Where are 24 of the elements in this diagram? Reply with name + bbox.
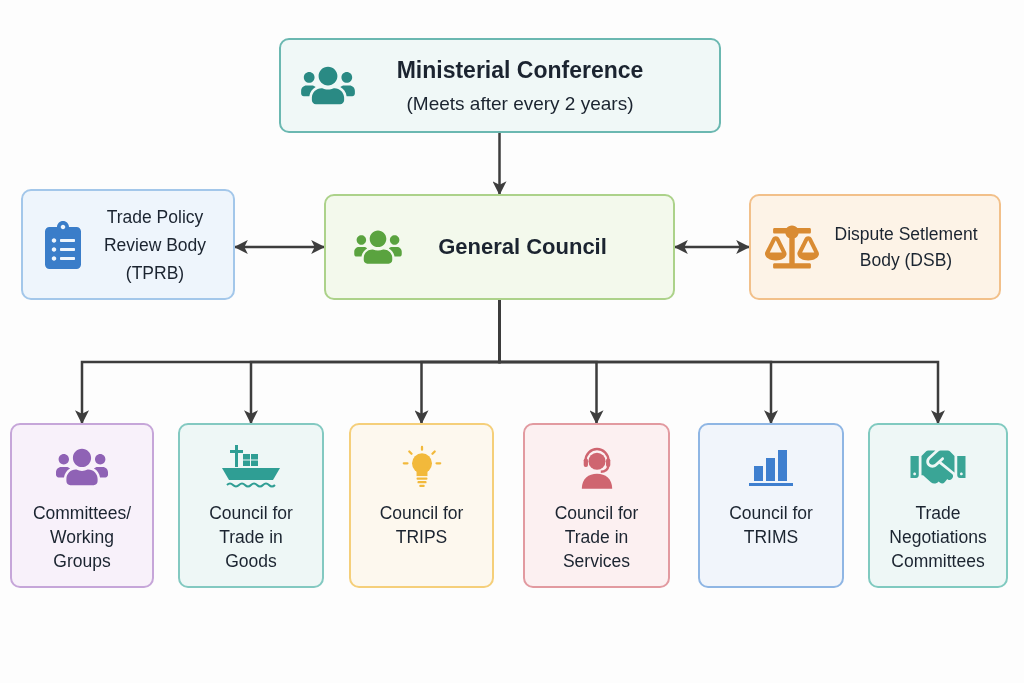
org-unit-box bbox=[21, 189, 235, 300]
org-unit-box bbox=[698, 423, 844, 588]
unit-name: General Council bbox=[438, 233, 607, 261]
org-unit-box bbox=[279, 38, 721, 133]
org-unit-box bbox=[868, 423, 1008, 588]
org-unit-box bbox=[749, 194, 1001, 300]
org-unit-box bbox=[10, 423, 154, 588]
unit-name: Council for TRIPS bbox=[378, 502, 465, 549]
unit-name: Trade Negotiations Committees bbox=[888, 502, 988, 573]
unit-name: Ministerial Conference bbox=[396, 55, 644, 85]
org-unit-box bbox=[324, 194, 675, 300]
unit-name: Dispute Setlement Body (DSB) bbox=[833, 223, 979, 272]
connector-arrow bbox=[673, 240, 751, 254]
connector-arrow bbox=[233, 240, 326, 254]
unit-name: Committees/ Working Groups bbox=[31, 502, 133, 573]
unit-name: Council for TRIMS bbox=[728, 502, 814, 549]
connector-arrow bbox=[492, 133, 507, 196]
unit-name: Council for Trade in Goods bbox=[208, 502, 294, 573]
org-unit-box bbox=[349, 423, 494, 588]
org-unit-box bbox=[178, 423, 324, 588]
org-unit-box bbox=[523, 423, 670, 588]
unit-name: Council for Trade in Services bbox=[553, 502, 640, 573]
unit-name: Trade Policy Review Body (TPRB) bbox=[102, 205, 208, 285]
meeting-note: (Meets after every 2 years) bbox=[406, 91, 634, 116]
